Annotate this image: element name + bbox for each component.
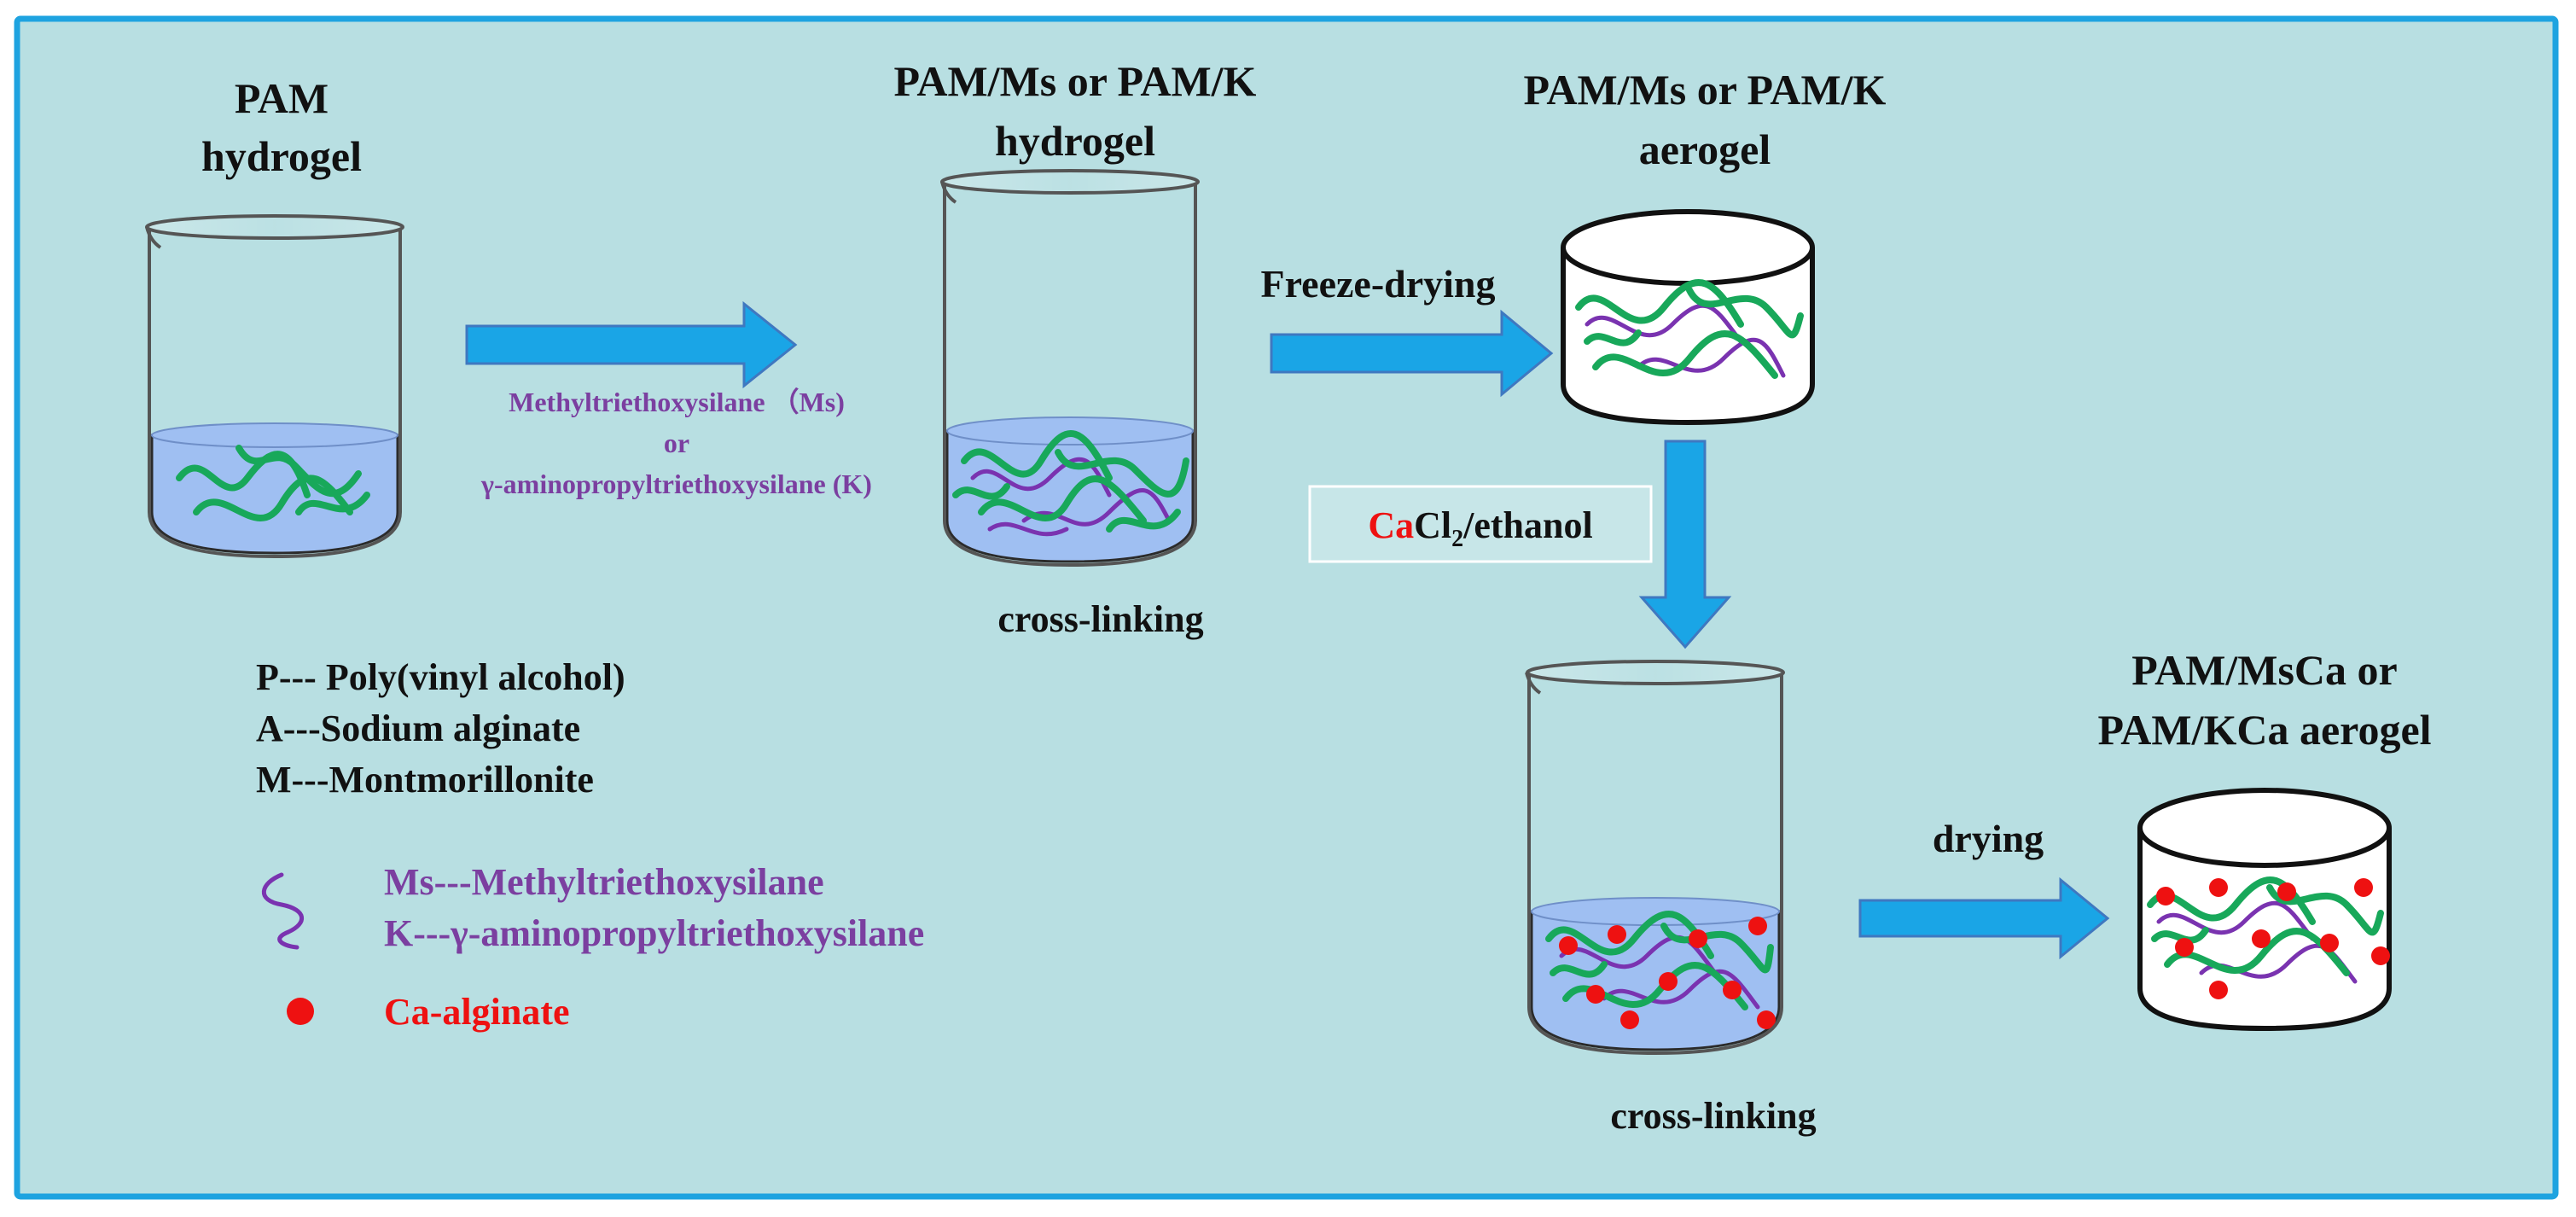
calcium-particles [2156, 878, 2390, 999]
arrow-silane-addition [465, 300, 798, 389]
cylinder-top [1561, 209, 1815, 286]
silane-chains [970, 457, 1172, 537]
drying-label: drying [1933, 817, 2044, 860]
pam-silane-hydrogel-title-2: hydrogel [995, 117, 1155, 165]
pam-silane-hydrogel-title-1: PAM/Ms or PAM/K [894, 57, 1257, 105]
pam-chains [952, 430, 1189, 533]
liquid-surface [151, 422, 398, 448]
pam-hydrogel-title-1: PAM [235, 74, 329, 122]
pam-silane-aerogel-title-2: aerogel [1639, 125, 1771, 173]
legend-silane-squiggle-icon [261, 872, 305, 950]
cylinder-pam-calcium-aerogel [2137, 788, 2392, 1032]
pam-chains [176, 445, 370, 521]
calcium-particles [1559, 917, 1776, 1029]
chlorine-symbol: Cl [1414, 504, 1451, 546]
silane-step-line-3: γ-aminopropyltriethoxysilane (K) [480, 469, 872, 499]
pam-silane-aerogel-title-1: PAM/Ms or PAM/K [1524, 66, 1887, 114]
calcium-crosslinking-caption: cross-linking [1610, 1095, 1816, 1137]
liquid-surface [1531, 897, 1780, 926]
freeze-drying-label: Freeze-drying [1260, 262, 1495, 306]
cylinder-pam-silane-aerogel [1561, 209, 1815, 426]
beaker-rim [940, 169, 1200, 195]
pam-hydrogel-title-2: hydrogel [201, 132, 362, 180]
liquid [150, 434, 399, 555]
legend-abbr-alginate: A---Sodium alginate [256, 707, 580, 749]
pam-silane-crosslinking-caption: cross-linking [997, 598, 1203, 640]
beaker-spout [145, 226, 162, 249]
beaker-rim [145, 214, 404, 240]
solvent-label: /ethanol [1462, 504, 1593, 546]
beaker-pam-silane-hydrogel [940, 169, 1200, 568]
cylinder-body [1561, 247, 1815, 426]
legend-k: K---γ-aminopropyltriethoxysilane [384, 912, 924, 954]
arrow-freeze-drying [1270, 309, 1554, 398]
pam-calcium-aerogel-title-1: PAM/MsCa or [2131, 646, 2397, 694]
legend-abbr-montmorillonite: M---Montmorillonite [256, 759, 594, 801]
beaker-calcium-crosslinking [1525, 660, 1785, 1056]
cylinder-top [2137, 788, 2392, 868]
arrow-drying [1858, 876, 2110, 960]
silane-step-line-1: Methyltriethoxysilane （Ms) [509, 387, 845, 417]
beaker-pam-hydrogel [145, 214, 404, 559]
legend-abbr-pva: P--- Poly(vinyl alcohol) [256, 656, 625, 698]
silane-chains [1585, 303, 1786, 378]
beaker-spout [940, 181, 957, 204]
calcium-solution-label: CaCl2/ethanol [1368, 504, 1592, 552]
calcium-symbol: Ca [1368, 504, 1414, 546]
arrow-calcium-solution [1638, 440, 1732, 649]
beaker-body [1527, 674, 1783, 1056]
calcium-solution-box [1308, 485, 1653, 563]
cylinder-body [2137, 828, 2392, 1032]
silane-step-line-2: or [664, 428, 689, 458]
beaker-body [148, 229, 402, 559]
pam-calcium-aerogel-title-2: PAM/KCa aerogel [2097, 706, 2431, 754]
legend-ms: Ms---Methyltriethoxysilane [384, 861, 824, 903]
beaker-body [943, 183, 1197, 568]
chloride-subscript: 2 [1451, 526, 1463, 552]
legend-calcium-dot-icon [287, 998, 314, 1025]
beaker-rim [1526, 660, 1785, 685]
beaker-spout [1525, 672, 1542, 695]
legend-calcium-alginate: Ca-alginate [384, 991, 570, 1033]
pam-chains [1575, 279, 1804, 379]
